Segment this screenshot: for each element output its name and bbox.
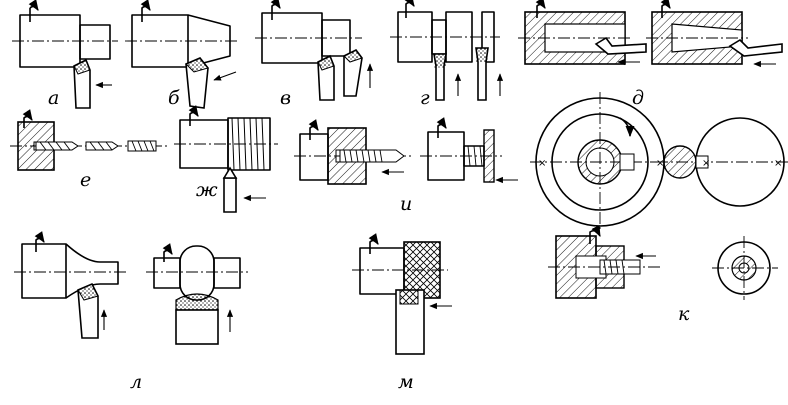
op-v-facing: в	[255, 0, 374, 109]
svg-text:×: ×	[774, 158, 782, 169]
label-m: м	[398, 371, 414, 393]
label-v: в	[280, 87, 291, 109]
op-b-taper-turning: б	[125, 0, 238, 109]
label-k: к	[678, 303, 690, 325]
label-g: г	[420, 87, 430, 109]
label-e: е	[80, 169, 91, 191]
op-m-knurling: м	[352, 233, 452, 393]
svg-text:×: ×	[656, 158, 664, 169]
op-a-external-turning: а	[12, 6, 118, 109]
svg-text:×: ×	[538, 158, 546, 169]
op-zh-threading: ж	[174, 105, 278, 213]
label-b: б	[168, 87, 180, 109]
svg-text:×: ×	[702, 158, 710, 169]
label-l: л	[130, 371, 142, 393]
label-zh: ж	[196, 179, 218, 201]
op-d-boring: д	[518, 0, 783, 109]
label-a: а	[48, 87, 59, 109]
op-k-eccentric: × × × × к	[530, 92, 788, 325]
op-e-drilling: е	[10, 109, 170, 191]
label-i: и	[400, 193, 412, 215]
op-g-grooving: г	[390, 0, 504, 109]
op-l-profile-turning: л	[14, 231, 248, 393]
op-i-tapping: и	[294, 117, 518, 215]
label-d: д	[632, 87, 644, 109]
